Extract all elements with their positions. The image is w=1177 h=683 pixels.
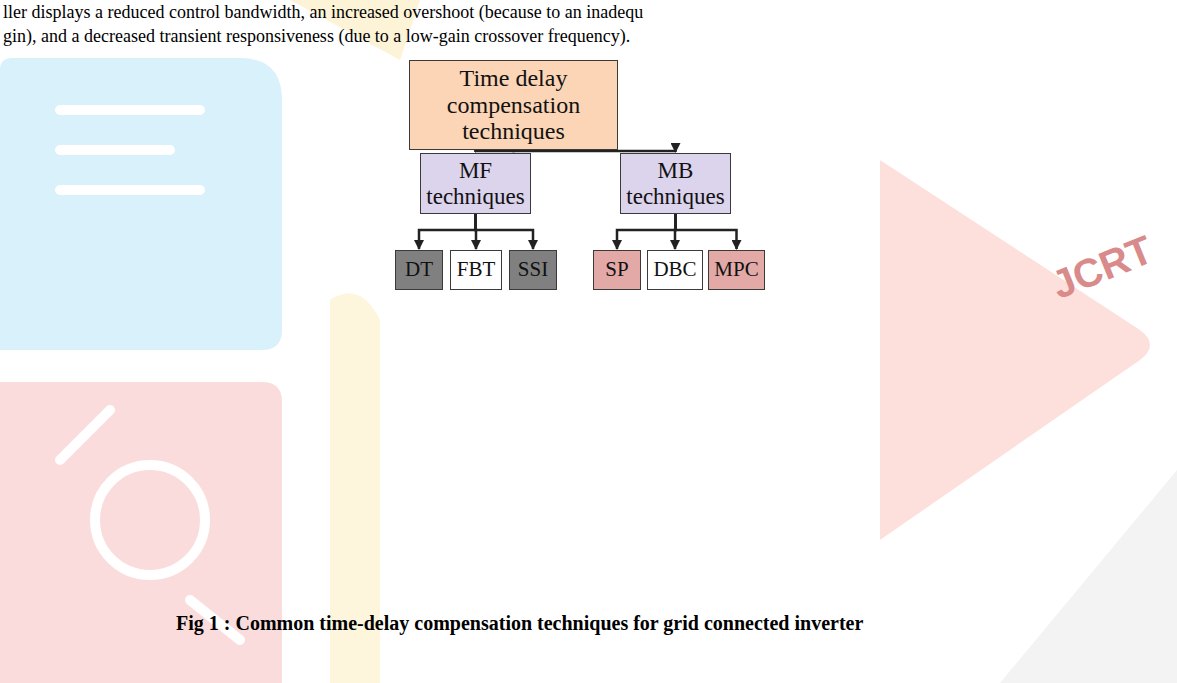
process-box: MF techniques — [420, 153, 531, 214]
process-box: FBT — [450, 250, 502, 290]
process-box: DT — [395, 250, 443, 290]
watermark-shape — [1000, 470, 1177, 683]
box-label: MPC — [714, 258, 758, 281]
watermark-icon — [60, 110, 240, 640]
process-box: MPC — [708, 250, 765, 290]
watermark-shape — [0, 58, 282, 350]
figure-caption: Fig 1 : Common time-delay compensation t… — [176, 612, 863, 635]
tree-connector — [617, 214, 676, 249]
body-text: gin), and a decreased transient responsi… — [3, 26, 630, 47]
box-label: DT — [405, 258, 433, 281]
watermark-text: JCRT — [1045, 227, 1159, 308]
box-label: FBT — [457, 258, 496, 281]
watermark-shape — [880, 160, 1150, 540]
box-label: MB techniques — [625, 158, 726, 209]
watermark-shape — [0, 382, 282, 683]
process-box: Time delay compensation techniques — [409, 60, 618, 150]
box-label: Time delay compensation techniques — [414, 65, 613, 144]
tree-connector — [514, 150, 676, 152]
body-text: ller displays a reduced control bandwidt… — [3, 2, 643, 23]
tree-connector — [419, 214, 476, 249]
process-box: DBC — [647, 250, 703, 290]
box-label: MF techniques — [425, 158, 526, 209]
process-box: SSI — [509, 250, 557, 290]
box-label: SSI — [518, 258, 548, 281]
tree-connector — [476, 214, 534, 249]
box-label: DBC — [653, 258, 696, 281]
tree-connector — [476, 150, 514, 152]
tree-connector — [676, 214, 737, 249]
process-box: SP — [593, 250, 641, 290]
process-box: MB techniques — [620, 153, 731, 214]
box-label: SP — [605, 258, 628, 281]
